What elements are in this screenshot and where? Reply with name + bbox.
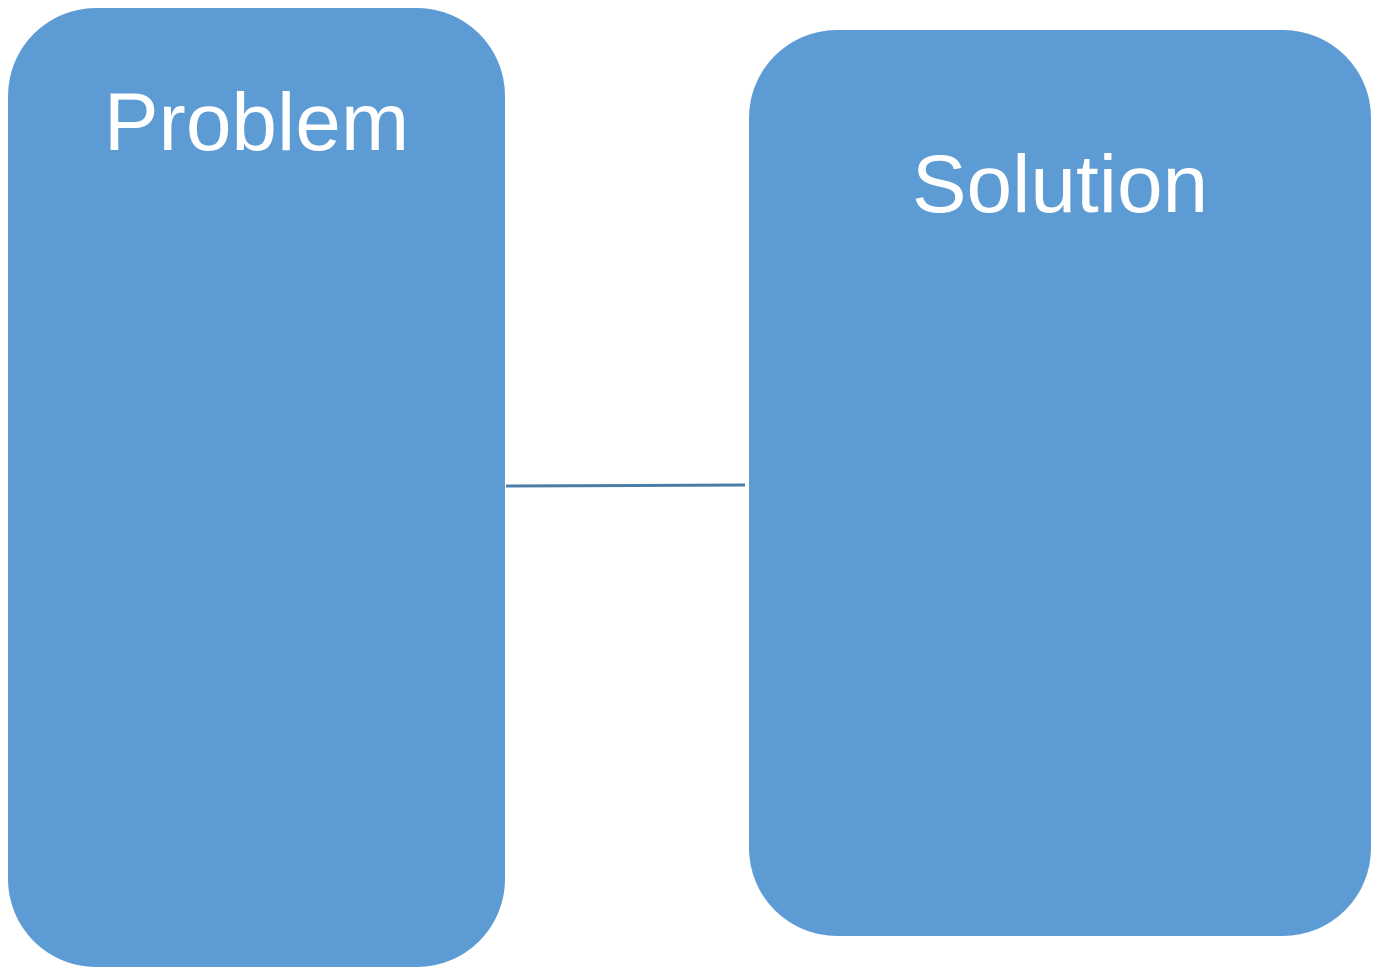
problem-box: Problem	[8, 8, 505, 967]
connector-line	[505, 483, 746, 488]
solution-box: Solution	[749, 30, 1371, 936]
solution-label: Solution	[911, 139, 1209, 230]
problem-label: Problem	[103, 77, 410, 168]
